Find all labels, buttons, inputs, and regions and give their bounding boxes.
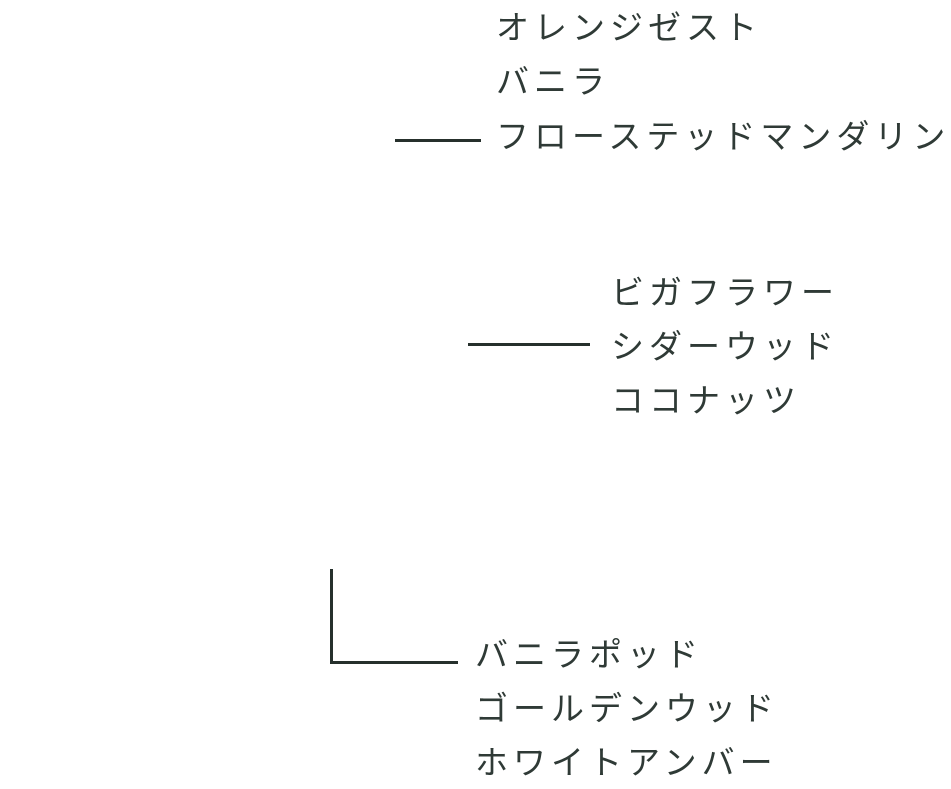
top-note-2: バニラ <box>496 62 610 101</box>
top-note-3: フローステッドマンダリン <box>496 117 951 156</box>
base-note-1: バニラポッド <box>475 635 703 674</box>
base-note-2: ゴールデンウッド <box>475 689 779 728</box>
heart-note-2: シダーウッド <box>611 327 839 366</box>
heart-note-1: ビガフラワー <box>611 273 839 312</box>
top-notes-connector-line <box>395 139 481 142</box>
top-note-1: オレンジゼスト <box>496 8 762 47</box>
heart-note-3: ココナッツ <box>611 381 801 420</box>
base-notes-connector-line <box>330 661 458 664</box>
base-notes-vertical-line <box>330 569 333 664</box>
heart-notes-connector-line <box>468 343 590 346</box>
base-note-3: ホワイトアンバー <box>475 743 778 782</box>
